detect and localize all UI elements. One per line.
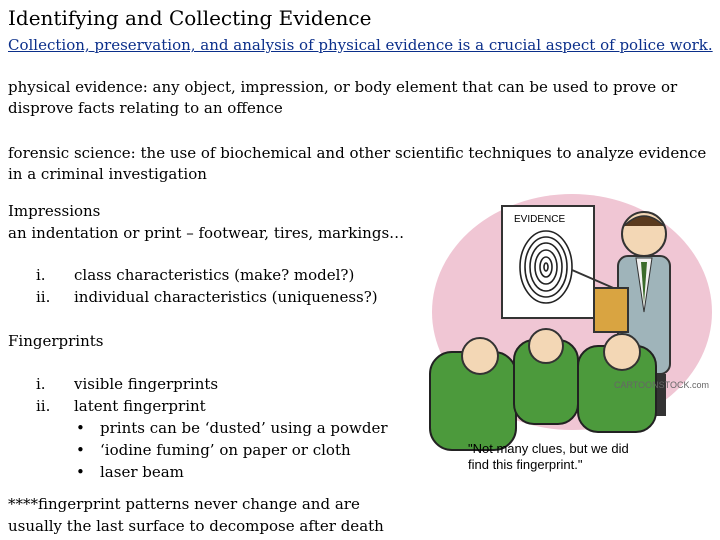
- subtitle-link[interactable]: Collection, preservation, and analysis o…: [8, 36, 713, 54]
- physical-evidence-text: any object, impression, or body element …: [8, 78, 678, 117]
- fingerprint-icon: [519, 230, 573, 304]
- list-text: individual characteristics (uniqueness?): [74, 288, 378, 306]
- impressions-description: an indentation or print – footwear, tire…: [8, 224, 405, 242]
- forensic-science-term: forensic science:: [8, 144, 136, 162]
- bullet-text: laser beam: [100, 463, 184, 481]
- list-item: i. visible fingerprints: [36, 374, 218, 395]
- evidence-board-label: EVIDENCE: [514, 214, 565, 225]
- fingerprints-heading: Fingerprints: [8, 332, 104, 350]
- bullet-text: prints can be ‘dusted’ using a powder: [100, 419, 388, 437]
- bullet-icon: •: [76, 441, 85, 459]
- list-item: ii. individual characteristics (uniquenes…: [36, 287, 378, 308]
- caption-line: find this fingerprint.": [468, 457, 583, 472]
- bullet-icon: •: [76, 419, 85, 437]
- forensic-science-text: the use of biochemical and other scienti…: [8, 144, 707, 183]
- cartoon-caption: "Not many clues, but we did find this fi…: [468, 441, 629, 473]
- impressions-heading: Impressions: [8, 202, 101, 220]
- list-item: ii. latent fingerprint: [36, 396, 206, 417]
- fingerprint-note: ****fingerprint patterns never change an…: [8, 495, 384, 535]
- watermark-text: CARTOONSTOCK.com: [614, 380, 709, 390]
- forensic-science-definition: forensic science: the use of biochemical…: [8, 143, 713, 185]
- bullet-item: • ‘iodine fuming’ on paper or cloth: [76, 440, 351, 461]
- list-text: class characteristics (make? model?): [74, 266, 355, 284]
- physical-evidence-definition: physical evidence: any object, impressio…: [8, 77, 713, 119]
- bullet-item: • laser beam: [76, 462, 184, 483]
- audience-figures: [429, 328, 657, 451]
- list-number: i.: [36, 375, 46, 393]
- physical-evidence-term: physical evidence:: [8, 78, 148, 96]
- page-title: Identifying and Collecting Evidence: [8, 6, 372, 30]
- evidence-board: [501, 205, 595, 319]
- list-item: i. class characteristics (make? model?): [36, 265, 354, 286]
- pointer-stick: [571, 269, 619, 291]
- list-text: visible fingerprints: [74, 375, 219, 393]
- list-number: ii.: [36, 288, 51, 306]
- bullet-text: ‘iodine fuming’ on paper or cloth: [100, 441, 351, 459]
- list-number: ii.: [36, 397, 51, 415]
- list-text: latent fingerprint: [74, 397, 206, 415]
- bullet-icon: •: [76, 463, 85, 481]
- bullet-item: • prints can be ‘dusted’ using a powder: [76, 418, 388, 439]
- list-number: i.: [36, 266, 46, 284]
- caption-line: "Not many clues, but we did: [468, 441, 629, 456]
- cartoon-image: EVIDENCE: [429, 194, 712, 451]
